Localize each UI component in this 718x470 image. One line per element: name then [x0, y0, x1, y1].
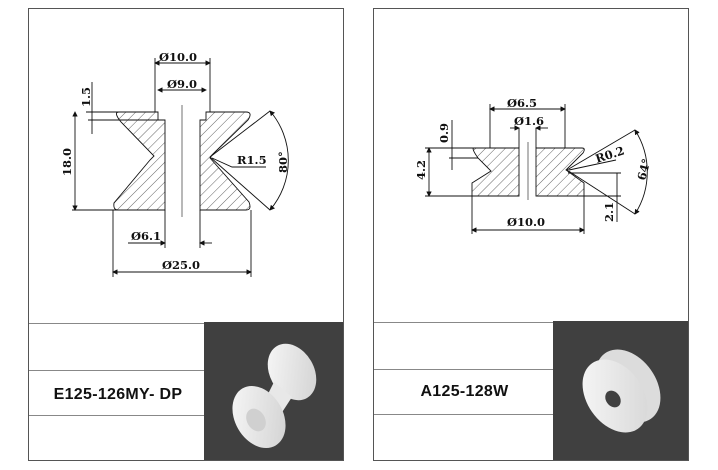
pulley-wheel-image	[582, 349, 661, 433]
part-number-label: A125-128W	[420, 383, 509, 400]
spool-roller-image	[232, 343, 317, 448]
divider	[374, 369, 555, 370]
divider	[374, 322, 555, 323]
product-photo	[553, 321, 688, 460]
product-photo	[204, 322, 343, 460]
part-number-label: E125-126MY- DP	[53, 386, 183, 403]
divider	[29, 415, 207, 416]
divider	[29, 370, 207, 371]
divider	[29, 323, 207, 324]
product-card-a125: A125-128W	[373, 8, 689, 461]
divider	[374, 414, 555, 415]
product-card-e125: E125-126MY- DP	[28, 8, 344, 461]
